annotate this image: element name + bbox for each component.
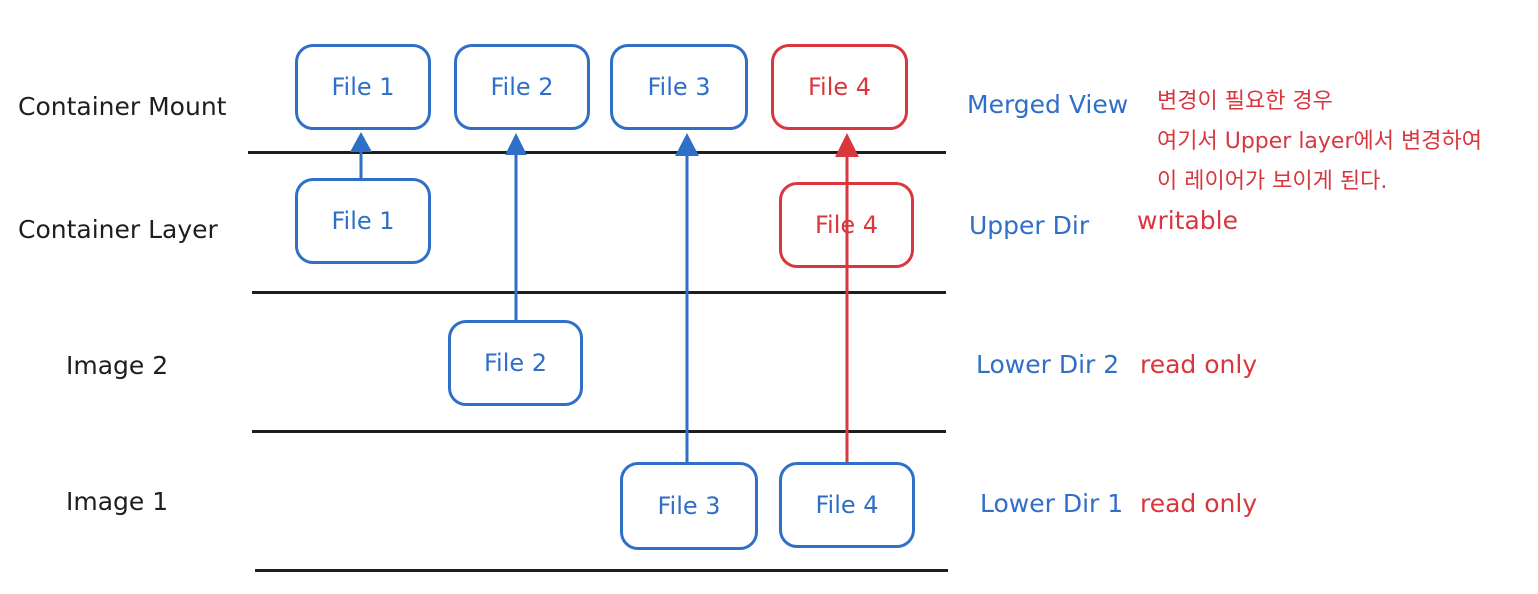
row-label-image-1: Image 1 [66, 487, 169, 516]
divider-image2-bottom [252, 430, 946, 433]
upper-dir-label: Upper Dir [969, 211, 1090, 240]
container-file-1-label: File 1 [331, 207, 395, 235]
mount-file-2-box: File 2 [454, 44, 590, 130]
row-label-container-layer: Container Layer [18, 215, 218, 244]
image2-file-2-box: File 2 [448, 320, 583, 406]
mount-file-3-box: File 3 [610, 44, 748, 130]
lower-dir-1-read-only: read only [1140, 489, 1258, 518]
annotation-line-2: 여기서 Upper layer에서 변경하여 [1157, 129, 1482, 154]
lower-dir-2-read-only: read only [1140, 350, 1258, 379]
image1-file-3-label: File 3 [657, 492, 721, 520]
container-file-4-label: File 4 [814, 211, 879, 239]
container-file-1-box: File 1 [295, 178, 431, 264]
image1-file-4-box: File 4 [779, 462, 915, 548]
mount-file-1-label: File 1 [331, 73, 395, 101]
mount-file-4-label: File 4 [807, 73, 872, 101]
writable-label: writable [1137, 206, 1238, 235]
merged-view-label: Merged View [967, 90, 1129, 119]
lower-dir-1-label: Lower Dir 1 [980, 489, 1124, 518]
divider-mount-bottom [248, 151, 946, 154]
row-label-container-mount: Container Mount [18, 92, 227, 121]
row-label-image-2: Image 2 [66, 351, 169, 380]
divider-image1-bottom [255, 569, 948, 572]
mount-file-3-label: File 3 [647, 73, 711, 101]
mount-file-4-box: File 4 [771, 44, 908, 130]
image2-file-2-label: File 2 [483, 349, 548, 377]
image1-file-4-label: File 4 [815, 491, 879, 519]
image1-file-3-box: File 3 [620, 462, 758, 550]
mount-file-1-box: File 1 [295, 44, 431, 130]
divider-container-bottom [252, 291, 946, 294]
annotation-line-1: 변경이 필요한 경우 [1157, 89, 1333, 114]
arrowhead-file1 [350, 132, 372, 152]
annotation-line-3: 이 레이어가 보이게 된다. [1157, 169, 1388, 194]
mount-file-2-label: File 2 [490, 73, 554, 101]
lower-dir-2-label: Lower Dir 2 [976, 350, 1120, 379]
container-file-4-box: File 4 [779, 182, 914, 268]
